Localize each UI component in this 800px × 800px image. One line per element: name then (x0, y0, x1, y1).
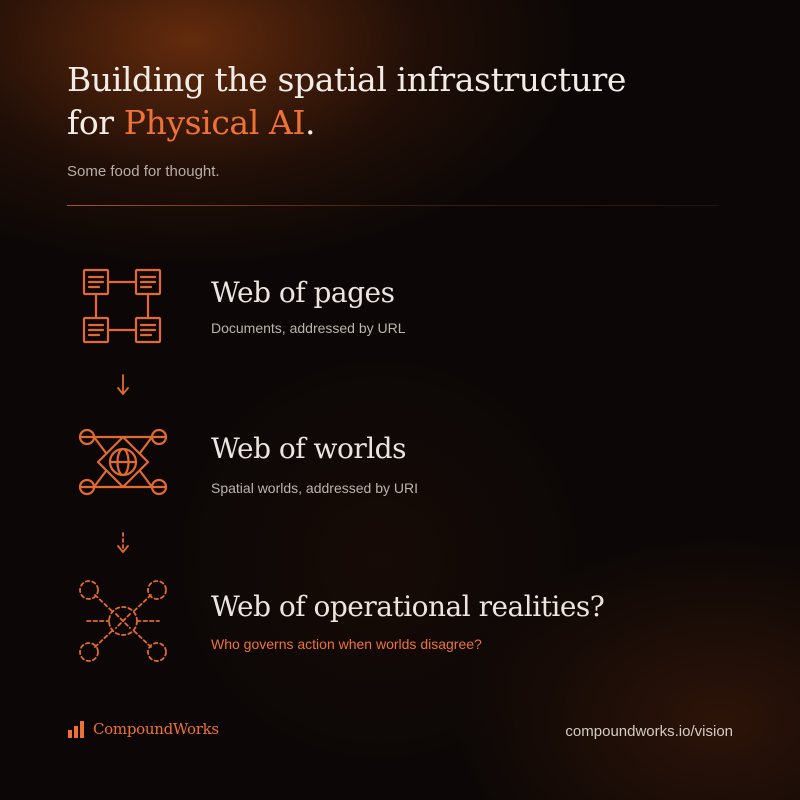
subtitle: Some food for thought. (67, 163, 220, 180)
headline-line-2: for Physical AI. (67, 101, 747, 144)
headline-accent: Physical AI (123, 103, 306, 142)
arrow-down-icon (117, 374, 129, 395)
bar-chart-logo-icon (68, 721, 84, 738)
headline: Building the spatial infrastructure for … (67, 58, 747, 144)
vision-link[interactable]: compoundworks.io/vision (565, 723, 733, 740)
headline-line-1: Building the spatial infrastructure (67, 60, 626, 99)
brand-name: CompoundWorks (93, 720, 219, 738)
brand-logo[interactable]: CompoundWorks (67, 720, 219, 738)
dashed-network-icon (79, 580, 167, 662)
tier-title: Web of operational realities? (211, 590, 605, 623)
document-network-icon (82, 268, 162, 344)
tier-title: Web of pages (211, 276, 395, 309)
arrow-down-dashed-icon (117, 532, 129, 553)
divider (67, 205, 719, 206)
headline-prefix: for (67, 103, 124, 142)
globe-network-icon (78, 428, 168, 496)
tier-description: Who governs action when worlds disagree? (211, 636, 482, 652)
headline-suffix: . (305, 103, 316, 142)
tier-title: Web of worlds (211, 432, 406, 465)
tier-description: Documents, addressed by URL (211, 320, 406, 336)
tier-description: Spatial worlds, addressed by URI (211, 480, 418, 496)
